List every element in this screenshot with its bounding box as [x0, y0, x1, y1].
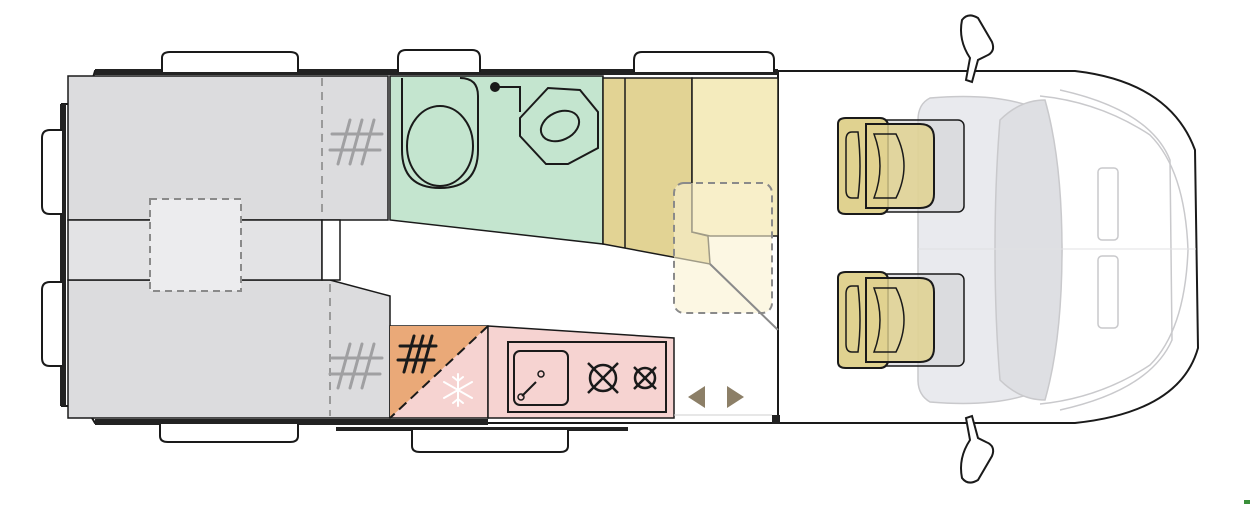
seat-upper-armrest	[845, 131, 861, 199]
toilet-icon	[401, 77, 479, 190]
bonnet-line	[1059, 89, 1173, 411]
wiper-upper	[1097, 167, 1119, 241]
arch-top-mid	[397, 49, 481, 72]
washbasin-bowl	[539, 109, 581, 143]
washbasin-icon	[519, 86, 599, 165]
sink-drain	[537, 370, 545, 378]
arch-bottom-mid	[411, 430, 569, 453]
table-overlay	[673, 182, 773, 314]
mirror-bottom	[960, 414, 995, 484]
rear-bed-lower	[67, 279, 391, 419]
mirror-top	[960, 14, 995, 84]
table-leg-line	[709, 263, 779, 331]
toilet-bowl	[406, 105, 474, 187]
bathroom	[389, 75, 604, 245]
snowflake-icon	[443, 373, 473, 407]
windscreen	[1039, 95, 1189, 405]
shower-head-icon	[490, 82, 500, 92]
gas-burner-small-icon	[633, 366, 657, 390]
seat-lower-cushion	[872, 287, 905, 353]
shower-rail	[495, 86, 521, 112]
corner-mark	[1244, 500, 1250, 504]
seat-upper-back	[865, 123, 935, 209]
kitchen	[389, 325, 772, 419]
seat-lower-armrest	[845, 285, 861, 353]
fridge-split	[389, 325, 489, 419]
rear-bed-upper	[67, 75, 389, 221]
tap-icon	[521, 381, 537, 397]
wheel-arches	[41, 49, 775, 453]
rear-light-lower	[41, 281, 62, 367]
storage-hatch-lower-icon	[328, 342, 384, 390]
roof-hatch	[149, 198, 242, 292]
cab-seat-lower	[837, 271, 965, 369]
lounge	[602, 77, 779, 415]
steering-panel	[994, 99, 1063, 401]
gas-burner-icon	[587, 362, 619, 394]
arrow-right-icon	[727, 386, 744, 408]
cab-seat-upper	[837, 117, 965, 215]
rear-bed	[67, 75, 391, 419]
cooker-panel	[507, 341, 667, 413]
tap-base	[517, 393, 525, 401]
cab	[778, 14, 1200, 484]
arrow-left-icon	[688, 386, 705, 408]
arch-bottom-rear	[159, 424, 299, 443]
arch-top-front	[633, 51, 775, 72]
hatch-icon	[396, 334, 438, 374]
seat-lower-back	[865, 277, 935, 363]
storage-hatch-icon	[328, 118, 384, 166]
rear-light-upper	[41, 129, 62, 215]
left-right-arrows-icon	[688, 386, 744, 408]
sink-icon	[513, 350, 569, 406]
arch-top-rear	[161, 51, 299, 72]
bed-step	[321, 219, 341, 281]
seat-upper-cushion	[872, 133, 905, 199]
wiper-lower	[1097, 255, 1119, 329]
door-post	[772, 415, 780, 424]
kitchen-counter	[487, 325, 675, 419]
bathroom-floor	[389, 75, 604, 245]
